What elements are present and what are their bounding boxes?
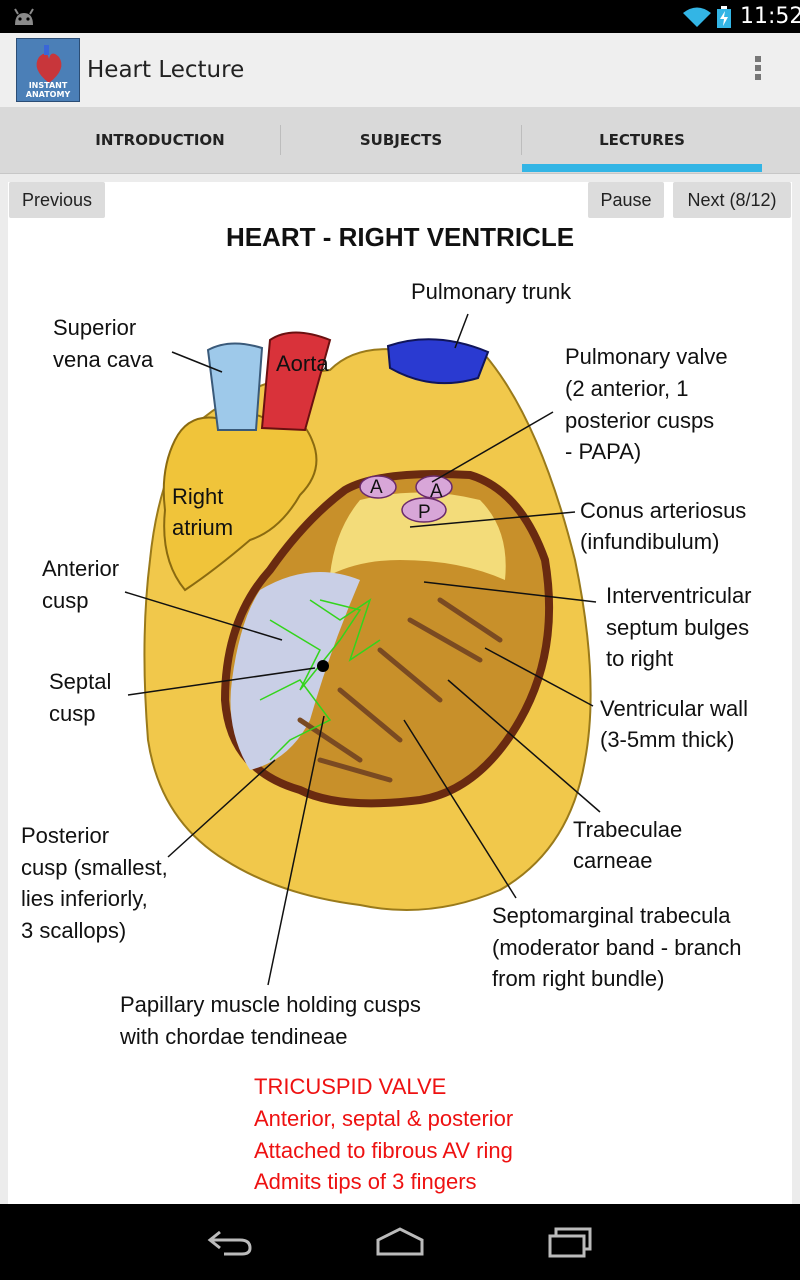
status-bar: 11:52 <box>0 0 800 33</box>
label-pv-line4: - PAPA) <box>565 439 642 464</box>
navigation-bar <box>0 1204 800 1280</box>
label-anterior-line2: cusp <box>42 588 89 613</box>
label-pv-line2: (2 anterior, 1 <box>565 376 689 401</box>
marker-dot <box>317 660 329 672</box>
label-vw-line2: (3-5mm thick) <box>600 727 735 752</box>
label-svc-line2: vena cava <box>53 347 154 372</box>
previous-button[interactable]: Previous <box>9 182 105 218</box>
note-line-4: Admits tips of 3 fingers <box>254 1169 477 1194</box>
recent-apps-icon[interactable] <box>546 1226 594 1258</box>
label-iv-line2: septum bulges <box>606 615 750 640</box>
label-pulmonary-trunk: Pulmonary trunk <box>411 279 572 304</box>
label-tc-line2: carneae <box>573 848 653 873</box>
overflow-menu-icon[interactable] <box>748 53 768 87</box>
label-posterior-line3: lies inferiorly, <box>21 886 148 911</box>
pause-button[interactable]: Pause <box>588 182 664 218</box>
pulmonary-cusp-anterior-right <box>415 475 453 499</box>
label-posterior-line1: Posterior <box>21 823 110 848</box>
label-posterior-line4: 3 scallops) <box>21 918 127 943</box>
label-cusp-p: P <box>418 502 431 523</box>
label-tc-line1: Trabeculae <box>573 817 683 842</box>
label-aorta: Aorta <box>276 351 329 376</box>
app-icon-text: INSTANT ANATOMY <box>25 81 71 99</box>
tab-divider <box>280 125 281 155</box>
note-line-3: Attached to fibrous AV ring <box>254 1138 513 1163</box>
home-icon[interactable] <box>374 1226 426 1258</box>
label-septal-line2: cusp <box>49 701 96 726</box>
pulmonary-cusp-posterior <box>401 497 447 523</box>
action-bar: INSTANT ANATOMY Heart Lecture <box>0 33 800 107</box>
label-pv-line3: posterior cusps <box>565 408 715 433</box>
wifi-icon <box>683 7 711 27</box>
label-smt-line3: from right bundle) <box>492 966 665 991</box>
infundibulum <box>330 492 506 580</box>
label-svc-line1: Superior <box>53 315 137 340</box>
label-smt-line1: Septomarginal trabecula <box>492 903 731 928</box>
label-ca-line2: (infundibulum) <box>580 529 720 554</box>
label-ca-line1: Conus arteriosus <box>580 498 747 523</box>
label-iv-line3: to right <box>606 646 674 671</box>
note-line-1: TRICUSPID VALVE <box>254 1074 447 1099</box>
tab-divider <box>521 125 522 155</box>
label-smt-line2: (moderator band - branch <box>492 935 742 960</box>
superior-vena-cava <box>206 342 264 431</box>
diagram-title: HEART - RIGHT VENTRICLE <box>225 222 575 252</box>
aorta <box>260 331 332 432</box>
note-line-2: Anterior, septal & posterior <box>254 1106 514 1131</box>
label-pm-line1: Papillary muscle holding cusps <box>120 992 421 1017</box>
tab-subjects[interactable]: SUBJECTS <box>359 131 443 149</box>
pulmonary-trunk <box>386 338 490 385</box>
next-button[interactable]: Next (8/12) <box>673 182 791 218</box>
label-cusp-a-right: A <box>430 481 443 502</box>
label-anterior-line1: Anterior <box>42 556 120 581</box>
label-vw-line1: Ventricular wall <box>600 696 748 721</box>
app-logo-icon[interactable]: INSTANT ANATOMY <box>16 38 80 102</box>
android-notification-icon <box>14 8 34 25</box>
label-cusp-a-left: A <box>370 477 383 498</box>
label-pv-line1: Pulmonary valve <box>565 344 728 369</box>
selected-tab-indicator <box>522 164 762 172</box>
app-title: Heart Lecture <box>87 57 245 83</box>
heart-illustration <box>124 313 601 986</box>
tab-bar: INTRODUCTION SUBJECTS LECTURES <box>0 107 800 174</box>
status-clock: 11:52 <box>740 4 800 29</box>
pulmonary-cusp-anterior-left <box>359 475 397 499</box>
tab-lectures[interactable]: LECTURES <box>599 131 685 149</box>
back-icon[interactable] <box>206 1226 254 1258</box>
label-septal-line1: Septal <box>49 669 112 694</box>
battery-charging-icon <box>717 6 731 28</box>
leader-lines <box>124 313 601 986</box>
label-pm-line2: with chordae tendineae <box>120 1024 348 1049</box>
trabeculae-carneae <box>297 597 503 783</box>
tab-introduction[interactable]: INTRODUCTION <box>95 131 225 149</box>
heart-logo-icon <box>17 39 79 101</box>
label-ra-line1: Right <box>172 484 224 509</box>
label-posterior-line2: cusp (smallest, <box>21 855 168 880</box>
label-iv-line1: Interventricular <box>606 583 752 608</box>
label-ra-line2: atrium <box>172 515 234 540</box>
